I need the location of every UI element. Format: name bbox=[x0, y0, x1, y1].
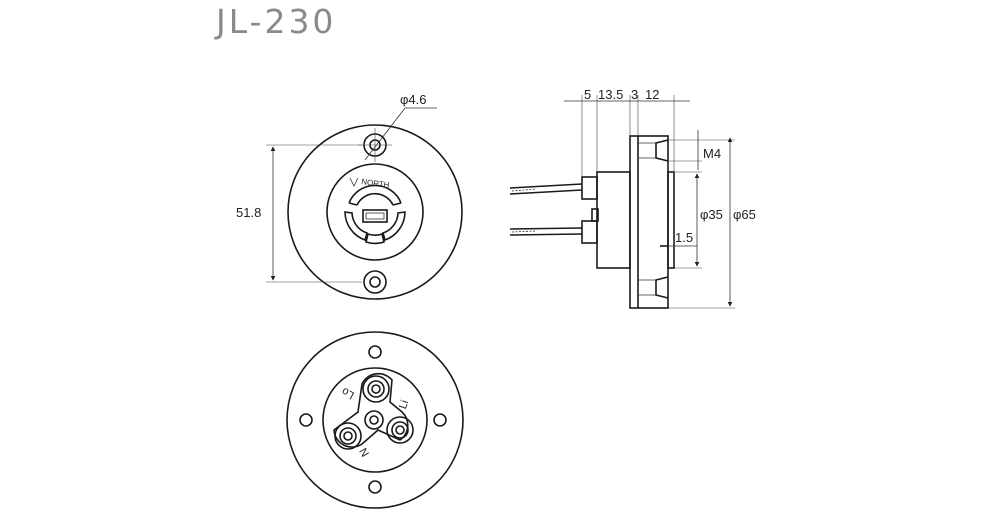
rear-outer-flange bbox=[286, 331, 464, 509]
bottom-mounting-hole bbox=[363, 270, 387, 294]
dim-step-label: 1.5 bbox=[675, 230, 693, 245]
terminal-lo bbox=[362, 375, 390, 403]
dim-hole-label: φ4.6 bbox=[400, 92, 427, 107]
side-body bbox=[596, 171, 631, 269]
pin-label-li: Li bbox=[397, 399, 411, 411]
center-rivet bbox=[364, 410, 384, 430]
pin-label-lo: Lo bbox=[340, 385, 357, 402]
dim-top-0: 5 bbox=[584, 87, 591, 102]
rear-hole-bottom bbox=[368, 480, 382, 494]
side-view: 5 13.5 3 12 M4 φ35 φ65 1.5 bbox=[509, 87, 756, 309]
rear-hole-top bbox=[368, 345, 382, 359]
rear-hole-right bbox=[433, 413, 447, 427]
model-title: JL-230 bbox=[216, 2, 337, 41]
post-bottom bbox=[581, 220, 598, 244]
rear-body bbox=[322, 367, 428, 473]
front-outer-flange bbox=[287, 124, 463, 300]
dim-inner-label: φ35 bbox=[700, 207, 723, 222]
bottom-mounting-hole-inner bbox=[369, 276, 381, 288]
side-flange bbox=[629, 135, 669, 309]
terminal-li bbox=[386, 416, 414, 444]
slot-right bbox=[382, 211, 406, 242]
dim-top-3: 12 bbox=[645, 87, 659, 102]
wire-bottom-strands bbox=[511, 230, 537, 233]
counterbore-top bbox=[655, 139, 669, 162]
center-contact bbox=[362, 209, 388, 223]
post-top bbox=[581, 176, 598, 200]
dim-top-1: 13.5 bbox=[598, 87, 623, 102]
north-key-arc bbox=[348, 184, 402, 204]
north-arrow-icon bbox=[349, 177, 359, 187]
terminal-trefoil bbox=[333, 372, 409, 448]
dim-outer-label: φ65 bbox=[733, 207, 756, 222]
slot-left bbox=[344, 211, 368, 242]
slot-bottom bbox=[365, 232, 385, 245]
dim-thread-label: M4 bbox=[703, 146, 721, 161]
rear-hole-left bbox=[299, 413, 313, 427]
north-marking: NORTH bbox=[361, 177, 390, 190]
terminal-n bbox=[334, 422, 362, 450]
wire-top-strands bbox=[511, 188, 537, 192]
dim-top-2: 3 bbox=[631, 87, 638, 102]
pin-label-n: N bbox=[356, 446, 370, 459]
socket-boss bbox=[667, 171, 675, 269]
front-socket-face bbox=[326, 163, 424, 261]
rear-view: Lo Li N bbox=[286, 331, 464, 509]
front-view: NORTH 51.8 φ4.6 bbox=[236, 92, 463, 300]
dim-height-label: 51.8 bbox=[236, 205, 261, 220]
counterbore-bottom bbox=[655, 276, 669, 299]
